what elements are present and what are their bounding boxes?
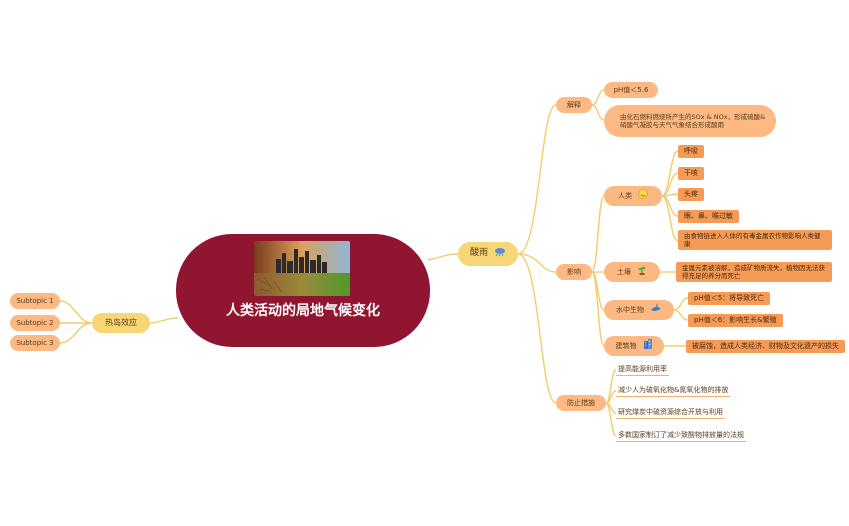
subtopic-1[interactable]: Subtopic 1 (10, 293, 60, 309)
building-icon (643, 338, 653, 353)
human-item-breathing[interactable]: 呼吸 (678, 145, 704, 158)
explain-node[interactable]: 解释 (556, 97, 592, 113)
prevent-item-emission[interactable]: 减少人为硫氧化物&氮氧化物的排放 (616, 385, 731, 397)
aquatic-node[interactable]: 水中生物 (604, 300, 674, 320)
aquatic-label: 水中生物 (616, 305, 644, 314)
smiley-icon (638, 189, 648, 203)
subtopic-2[interactable]: Subtopic 2 (10, 315, 60, 331)
human-node[interactable]: 人类 (604, 186, 662, 206)
building-label: 建筑物 (615, 341, 637, 350)
building-desc[interactable]: 被腐蚀，造成人类经济、财物及文化遗产的损失 (686, 340, 845, 353)
prevent-node[interactable]: 防止措施 (556, 395, 606, 411)
subtopic-3[interactable]: Subtopic 3 (10, 335, 60, 351)
soil-label: 土壤 (617, 267, 631, 276)
central-title: 人类活动的局地气候变化 (226, 303, 380, 319)
prevent-item-coal[interactable]: 研究煤炭中硫资源综合开放与利用 (616, 407, 725, 419)
rain-cloud-icon (494, 247, 506, 261)
prevent-item-efficiency[interactable]: 提高能源利用率 (616, 364, 669, 376)
human-item-allergy[interactable]: 眼、鼻、喉过敏 (678, 210, 739, 223)
human-item-cough[interactable]: 干咳 (678, 167, 704, 180)
building-node[interactable]: 建筑物 (604, 336, 664, 356)
prevent-item-law[interactable]: 多数国家制订了减少致酸物排放量的法规 (616, 430, 746, 442)
heat-island-node[interactable]: 热岛效应 (92, 313, 150, 333)
soil-node[interactable]: 土壤 (604, 262, 660, 282)
impact-node[interactable]: 影响 (556, 264, 592, 280)
plant-icon (637, 265, 647, 279)
soil-desc[interactable]: 金属元素被溶解，造成矿物质流失，植物因无法获得充足的养分而死亡 (676, 262, 832, 283)
human-label: 人类 (618, 191, 632, 200)
ph-node[interactable]: pH值＜5.6 (604, 82, 658, 98)
acid-rain-label: 酸雨 (469, 248, 488, 259)
human-item-headache[interactable]: 头疼 (678, 188, 704, 201)
human-item-food-chain[interactable]: 由食物链进入人体的有毒金属农作物影响人类健康 (678, 230, 832, 251)
aquatic-item-death[interactable]: pH值＜5：将导致死亡 (688, 292, 771, 305)
cause-node[interactable]: 由化石燃料燃烧所产生的SOx & NOx，形成硫酸&硝酸气凝胶与天气气象结合形成… (604, 105, 776, 137)
climate-image (254, 241, 350, 296)
shark-icon (650, 302, 662, 317)
aquatic-item-growth[interactable]: pH值＜6：影响生长&繁殖 (688, 314, 783, 327)
acid-rain-node[interactable]: 酸雨 (458, 242, 518, 266)
